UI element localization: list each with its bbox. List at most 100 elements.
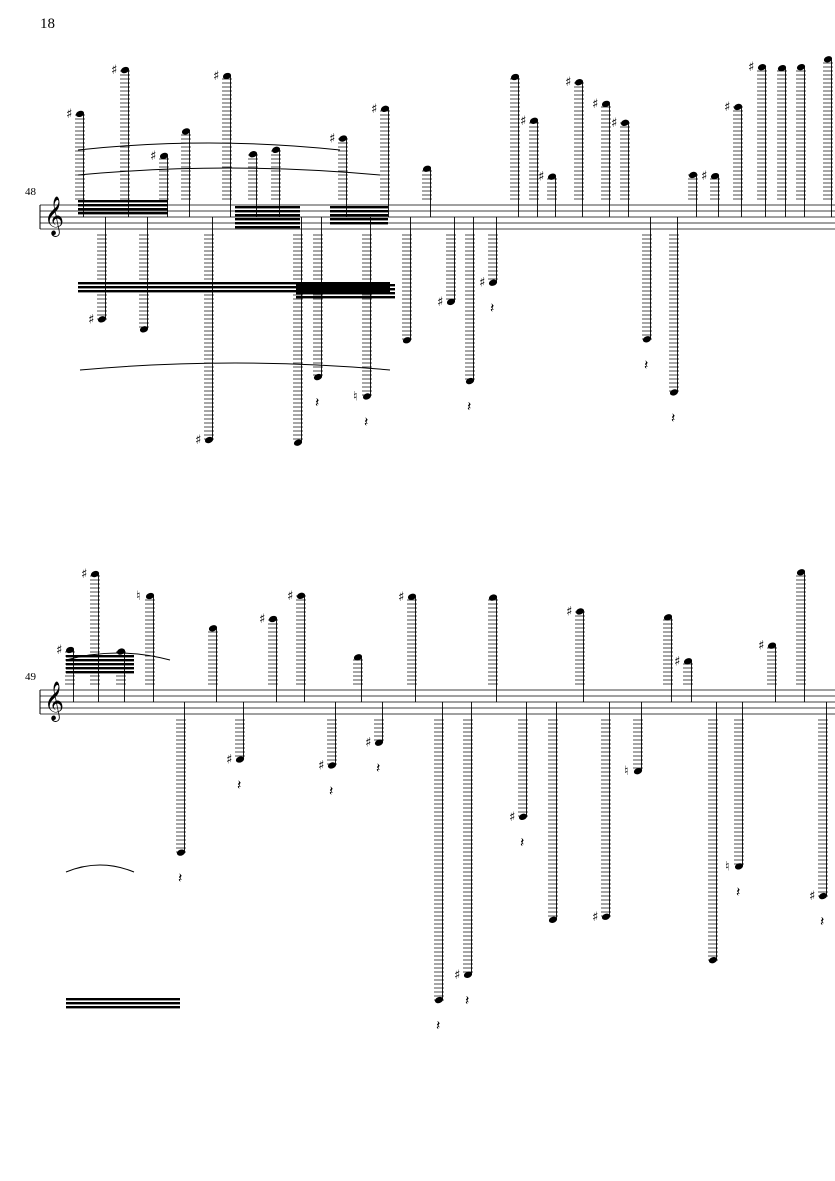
beam [235, 210, 300, 213]
note-head [529, 117, 539, 124]
rest-icon: 𝄽 [644, 357, 648, 373]
beam [235, 206, 300, 209]
note-head [139, 326, 149, 333]
note-head [688, 171, 698, 179]
sharp-icon: ♯ [66, 107, 72, 122]
note-head [669, 389, 679, 396]
sharp-icon: ♯ [56, 643, 62, 658]
sharp-icon: ♯ [371, 102, 377, 117]
beam [66, 659, 134, 662]
note-head [362, 393, 372, 400]
beam [330, 210, 388, 213]
note-head [633, 767, 643, 775]
beam [330, 222, 388, 225]
slur [79, 362, 391, 371]
note-head [204, 436, 214, 444]
rest-icon: 𝄽 [329, 783, 333, 799]
measure-number-49: 49 [25, 671, 36, 683]
note-head [338, 135, 348, 142]
rest-icon: 𝄽 [467, 399, 471, 415]
beam [66, 655, 134, 658]
note-head [708, 956, 718, 964]
note-head [97, 316, 107, 323]
note-head [380, 105, 390, 113]
beam [296, 296, 395, 299]
beam [296, 288, 395, 291]
beam [296, 284, 395, 287]
note-head [75, 110, 85, 118]
note-head [353, 654, 363, 661]
note-head [145, 592, 155, 600]
note-head [446, 298, 456, 306]
beam [66, 1006, 180, 1009]
sharp-icon: ♯ [724, 100, 730, 115]
note-head [235, 756, 245, 763]
note-head [518, 813, 528, 820]
sharp-icon: ♯ [88, 312, 94, 327]
sharp-icon: ♯ [520, 114, 526, 129]
sharp-icon: ♯ [195, 433, 201, 448]
natural-icon: ♮ [725, 859, 730, 874]
sharp-icon: ♯ [479, 276, 485, 291]
note-head [734, 863, 744, 870]
sharp-icon: ♯ [758, 639, 764, 654]
sharp-icon: ♯ [509, 810, 515, 825]
note-head [268, 615, 278, 623]
note-head [271, 146, 281, 154]
note-head [548, 916, 558, 923]
note-head [767, 642, 777, 649]
note-head [642, 336, 652, 343]
note-head [777, 64, 787, 72]
beam [330, 206, 388, 209]
beam [78, 282, 390, 285]
rest-icon: 𝄽 [465, 993, 469, 1009]
beam [235, 226, 300, 229]
rest-icon: 𝄽 [364, 414, 368, 430]
note-head [601, 100, 611, 108]
beam [66, 998, 180, 1001]
page-number: 18 [40, 16, 55, 32]
note-head [402, 337, 412, 344]
note-head [65, 646, 75, 654]
note-head [248, 151, 258, 158]
beam [235, 222, 300, 225]
note-head [488, 279, 498, 286]
treble-clef-icon: 𝄞 [44, 681, 64, 722]
note-head [313, 373, 323, 381]
note-head [181, 128, 191, 135]
sharp-icon: ♯ [611, 116, 617, 131]
natural-icon: ♮ [624, 764, 629, 779]
beam [66, 663, 134, 666]
rest-icon: 𝄽 [237, 778, 241, 794]
beam [78, 290, 390, 293]
natural-icon: ♮ [353, 389, 358, 404]
beam [66, 671, 134, 674]
rest-icon: 𝄽 [315, 395, 319, 411]
beam [66, 1002, 180, 1005]
sharp-icon: ♯ [809, 889, 815, 904]
note-head [374, 739, 384, 746]
slur [65, 864, 135, 873]
sharp-icon: ♯ [329, 132, 335, 147]
sharp-icon: ♯ [398, 590, 404, 605]
note-head [90, 570, 100, 578]
note-head [796, 569, 806, 576]
sharp-icon: ♯ [592, 97, 598, 112]
note-head [176, 849, 186, 856]
treble-clef-icon: 𝄞 [44, 196, 64, 237]
note-head [120, 66, 130, 74]
sharp-icon: ♯ [566, 604, 572, 619]
rest-icon: 𝄽 [436, 1018, 440, 1034]
note-head [710, 172, 720, 180]
note-head [222, 72, 232, 80]
sharp-icon: ♯ [365, 736, 371, 751]
natural-icon: ♮ [136, 589, 141, 604]
staff-system-48: 𝄞♯♯♯♯♯♯𝄽♯♮𝄽♯♯𝄽♯𝄽♯♯♯♯♯𝄽𝄽♯♯♯ [39, 56, 835, 448]
sharp-icon: ♯ [213, 69, 219, 84]
sharp-icon: ♯ [81, 567, 87, 582]
note-head [159, 152, 169, 160]
beam [66, 667, 134, 670]
sharp-icon: ♯ [287, 589, 293, 604]
note-head [510, 73, 520, 81]
beam [235, 218, 300, 221]
